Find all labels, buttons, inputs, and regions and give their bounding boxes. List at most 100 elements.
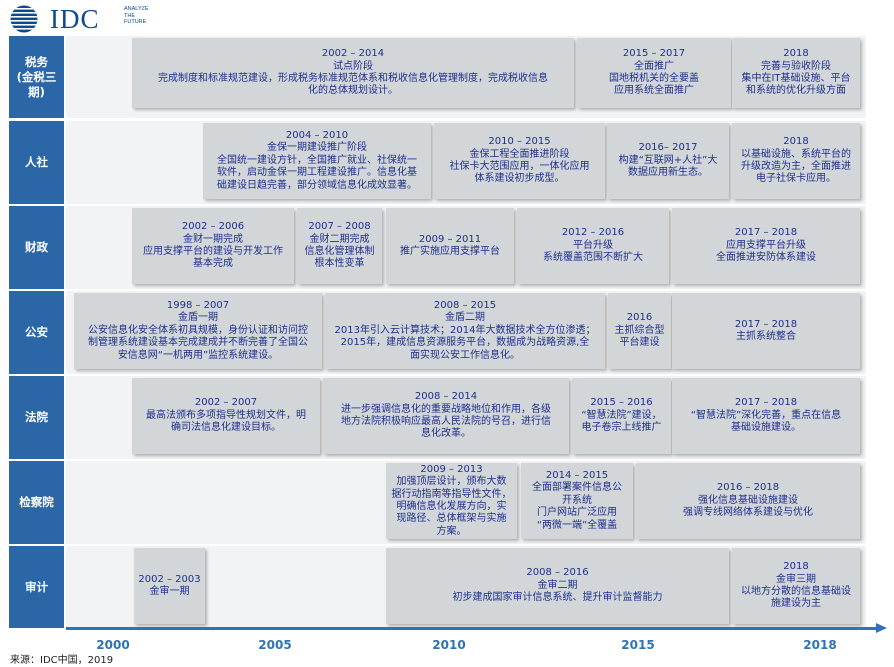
phase-period: 2002 – 2007	[194, 397, 258, 409]
phase-text: 集中在IT基础设施、平台	[741, 73, 851, 84]
row-label-text: 检察院	[19, 495, 54, 509]
phase-text: 金保一期建设推广阶段	[267, 142, 367, 154]
phase-text: 全面推广	[634, 60, 674, 72]
phase-period: 2007 – 2008	[308, 221, 371, 233]
phase-text: 软件，启动金保一期工程建设推广。信息化基	[217, 167, 417, 179]
year-label: 2015	[621, 638, 655, 652]
phase-text: 信息化管理体制	[304, 246, 375, 257]
phase-text: 平台升级	[573, 239, 613, 251]
brand-tagline: ANALYZE THE FUTURE	[124, 6, 149, 25]
phase-text: 社保卡大范围应用，一体化应用	[449, 161, 590, 172]
phase-text: 金盾一期	[178, 312, 218, 324]
axis-arrowhead	[876, 623, 887, 633]
phase-text: 化的总体规划设计。	[308, 85, 398, 97]
phase-period: 2008 – 2016	[526, 567, 589, 579]
phase-text: 全国统一建设方针，全国推广就业、社保统一	[217, 154, 417, 166]
phase-text: 施建设为主	[771, 598, 821, 610]
phase-text: 加强顶层设计，颁布大数	[396, 476, 507, 488]
phase-period: 2015 – 2017	[622, 48, 686, 60]
phase-text: 全面部署案件信息公	[532, 482, 622, 494]
phase-period: 2002 – 2014	[321, 48, 385, 60]
phase-period: 2010 – 2015	[488, 136, 551, 148]
phase-period: 2018	[783, 48, 809, 60]
row-label: 审计	[9, 546, 64, 628]
phase-text: 全面推进安防体系建设	[716, 252, 816, 264]
phase-text: 试点阶段	[333, 60, 373, 72]
phase-text: 主抓综合型	[614, 324, 665, 336]
phase-text: 公安信息化安全体系初具规模，身份认证和访问控	[88, 324, 308, 336]
year-label: 2018	[803, 638, 837, 652]
phase-text: 系统覆盖范围不断扩大	[543, 252, 643, 264]
row-label-text: 审计	[25, 579, 48, 594]
phase-text: 进一步强调信息化的重要战略地位和作用，各级	[341, 403, 551, 415]
phase-text: 2013年引入云计算技术；2014年大数据技术全方位渗透；	[334, 324, 596, 336]
phase-text: 方案。	[436, 525, 467, 537]
phase-text: 升级改造为主，全面推进	[741, 161, 851, 172]
phase-box: 2017 – 2018“智慧法院”深化完善，重点在信息基础设施建设。	[672, 378, 860, 454]
phase-period: 2015 – 2016	[590, 397, 653, 409]
phase-text: 金保工程全面推进阶段	[469, 148, 570, 160]
year-label: 2000	[96, 638, 130, 652]
phase-text: 地方法院积极响应最高人民法院的号召，进行信	[341, 416, 551, 427]
phase-period: 2002 – 2006	[181, 221, 245, 233]
phase-text: 确司法信息化建设目标。	[171, 422, 281, 434]
phase-text: 数据应用新生态。	[628, 167, 708, 179]
row-label-text: 财政	[25, 240, 48, 254]
phase-period: 2018	[783, 561, 809, 573]
phase-box: 2015 – 2016“智慧法院”建设，电子卷宗上线推广	[572, 378, 671, 454]
phase-text: 金审二期	[537, 579, 578, 591]
phase-text: 主抓系统整合	[736, 331, 796, 342]
phase-text: 金盾二期	[445, 312, 485, 324]
row-label: 法院	[9, 376, 64, 459]
row-label-text: 人社	[25, 155, 48, 169]
row-label-text: 法院	[25, 410, 48, 424]
phase-text: “智慧法院”建设，	[581, 409, 662, 421]
year-label: 2010	[432, 638, 466, 652]
phase-text: 体系建设初步成型。	[474, 173, 565, 185]
phase-text: 强调专线网络体系建设与优化	[683, 507, 813, 519]
row-label: 公安	[9, 291, 64, 374]
phase-period: 2009 – 2011	[418, 233, 482, 245]
phase-text: 完成制度和标准规范建设，形成税务标准规范体系和税收信息化管理制度，完成税收信息	[158, 73, 548, 84]
phase-text: “智慧法院”深化完善，重点在信息	[690, 409, 842, 421]
phase-text: 推广实施应用支撑平台	[400, 246, 500, 257]
phase-text: 强化信息基础设施建设	[698, 494, 798, 506]
phase-text: 现路径、总体框架与实施	[396, 513, 507, 525]
phase-text: 金财一期完成	[183, 233, 243, 245]
phase-period: 2018	[783, 136, 809, 148]
phase-text: 电子社保卡应用。	[756, 173, 836, 185]
phase-text: 根本性变革	[314, 258, 365, 270]
phase-text: “两微一端”全覆盖	[536, 519, 618, 531]
phase-text: 基本完成	[193, 258, 233, 270]
phase-text: 金审一期	[149, 586, 190, 597]
phase-text: 以地方分散的信息基础设	[741, 586, 851, 597]
phase-text: 和系统的优化升级方面	[746, 85, 846, 97]
phase-text: 金审三期	[776, 573, 816, 585]
phase-text: 电子卷宗上线推广	[581, 422, 662, 434]
phase-period: 2008 – 2015	[433, 299, 497, 311]
row-label: 人社	[9, 121, 64, 204]
phase-text: 基础设施建设。	[731, 422, 801, 434]
row-label: 检察院	[9, 461, 64, 544]
phase-text: 以基础设施、系统平台的	[741, 148, 851, 160]
phase-text: 息化改革。	[421, 428, 471, 440]
brand-name: IDC	[50, 4, 100, 34]
phase-text: 门户网站广泛应用	[537, 507, 617, 519]
phase-text: 应用支撑平台升级	[726, 239, 806, 251]
phase-period: 2014 – 2015	[545, 469, 609, 481]
phase-period: 2002 – 2003	[138, 573, 201, 585]
phase-period: 2017 – 2018	[734, 227, 798, 239]
phase-text: 开系统	[562, 494, 592, 506]
phase-text: 应用支撑平台的建设与开发工作	[143, 246, 283, 257]
phase-text: 安信息网“一机两用”监控系统建设。	[117, 349, 279, 361]
